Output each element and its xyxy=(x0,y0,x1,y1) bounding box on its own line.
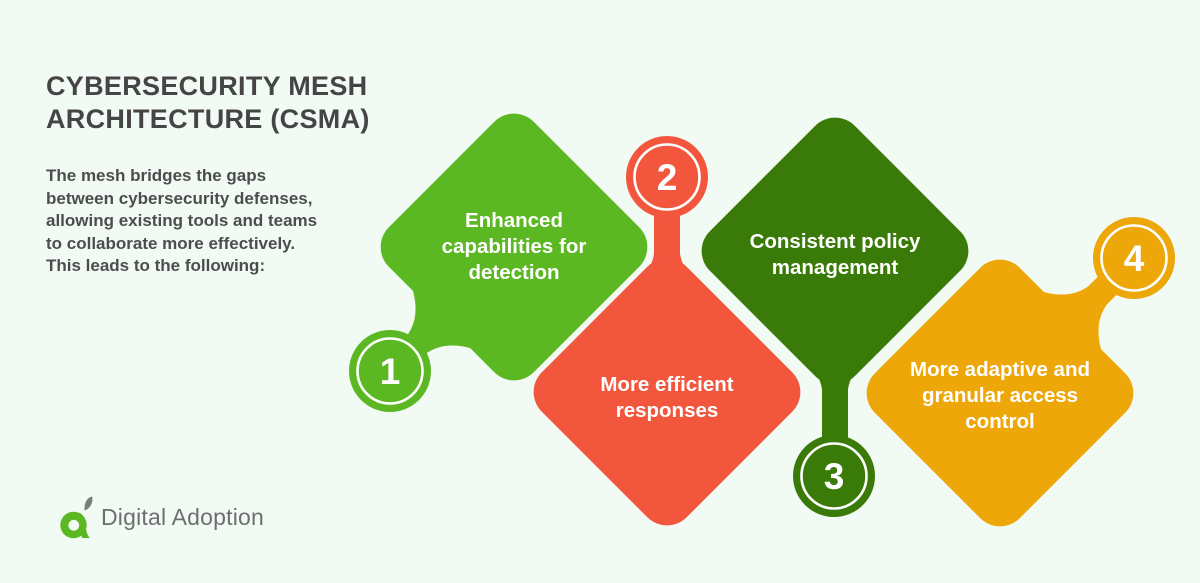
logo-a-hole xyxy=(68,519,80,531)
logo-text: Digital Adoption xyxy=(101,503,265,530)
diamond-2-shape xyxy=(533,258,801,526)
diamond-4-shape xyxy=(866,259,1134,527)
diamond-2-label: More efficient responses xyxy=(600,373,734,422)
badge-1-circle xyxy=(349,330,431,412)
logo-leaf-icon xyxy=(84,496,93,511)
header-block: CYBERSECURITY MESH ARCHITECTURE (CSMA) T… xyxy=(46,70,426,278)
badge-2-ring xyxy=(633,143,701,211)
page-title-line-2: ARCHITECTURE (CSMA) xyxy=(46,104,370,134)
diamond-2-stem xyxy=(622,176,712,292)
intro-line: allowing existing tools and teams xyxy=(46,211,318,230)
badge-4-ring xyxy=(1100,224,1168,292)
logo-a-tail xyxy=(79,512,90,538)
diamond-4-label: More adaptive and granular access contro… xyxy=(910,358,1090,433)
diamond-3-stem xyxy=(790,351,880,477)
badge-1-number: 1 xyxy=(380,351,401,392)
diamond-group-3 xyxy=(701,117,969,477)
badge-2-number: 2 xyxy=(657,157,678,198)
badge-3-circle xyxy=(793,435,875,517)
badge-3-ring xyxy=(800,442,868,510)
badge-4-circle xyxy=(1093,217,1175,299)
diamond-group-2 xyxy=(533,176,801,526)
intro-line: This leads to the following: xyxy=(46,256,266,275)
step-badge-2: 2 xyxy=(626,136,708,218)
intro-line: to collaborate more effectively. xyxy=(46,233,296,253)
diamond-1-shape xyxy=(380,113,648,381)
badge-4-number: 4 xyxy=(1124,238,1145,279)
step-badge-1: 1 xyxy=(349,330,431,412)
digital-adoption-logo: Digital Adoption xyxy=(60,494,264,540)
intro-line: between cybersecurity defenses, xyxy=(46,188,313,208)
intro-paragraph: The mesh bridges the gaps between cybers… xyxy=(46,165,426,278)
diamond-1-label: Enhanced capabilities for detection xyxy=(441,209,587,284)
diamond-3-shape xyxy=(701,117,969,385)
step-badge-3: 3 xyxy=(793,435,875,517)
intro-line: The mesh bridges the gaps xyxy=(46,166,267,185)
diamond-3-label: Consistent policy management xyxy=(749,230,921,279)
badge-3-number: 3 xyxy=(824,456,845,497)
step-badge-4: 4 xyxy=(1093,217,1175,299)
logo-a-icon xyxy=(60,496,93,539)
page-title: CYBERSECURITY MESH ARCHITECTURE (CSMA) xyxy=(46,70,426,136)
badge-1-ring xyxy=(356,337,424,405)
badge-2-circle xyxy=(626,136,708,218)
page-title-line-1: CYBERSECURITY MESH xyxy=(46,71,368,101)
